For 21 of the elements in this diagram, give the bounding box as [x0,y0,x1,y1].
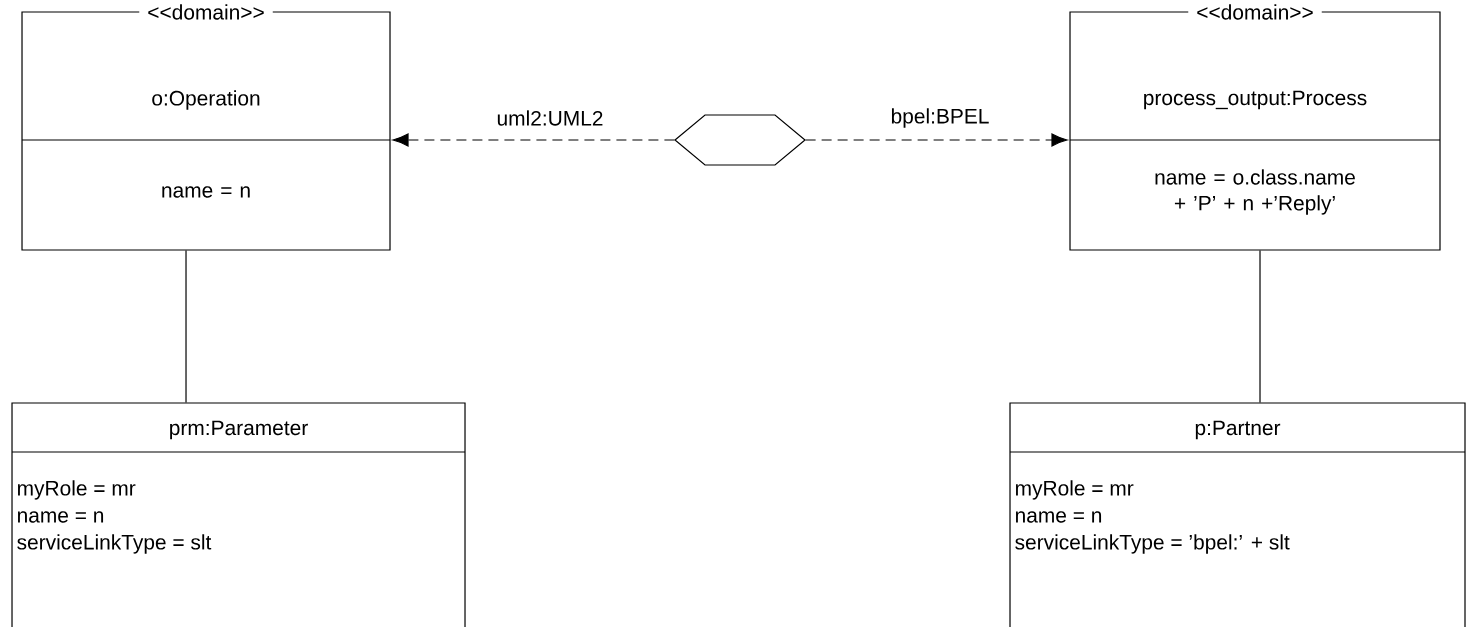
class-name: o:Operation [152,90,260,110]
stereotype-label: <<domain>> [1188,2,1322,22]
attribute-text: serviceLinkType = ’bpel:’ + slt [1015,534,1290,554]
connector [185,250,187,403]
stereotype-label: <<domain>> [139,2,273,22]
connector [1259,250,1261,403]
attribute-text: name = n [162,186,250,198]
connector [392,133,675,147]
class-name: process_output:Process [1144,90,1367,110]
attribute-text: name = n [18,511,104,523]
attribute-text: myRole = mr [1016,480,1134,500]
attribute-text: name = n [1016,511,1102,523]
edge-label: bpel:BPEL [888,106,992,130]
class-name: prm:Parameter [170,420,308,440]
attribute-text: myRole = mr [18,480,136,500]
attribute-text: serviceLinkType = slt [17,534,212,554]
attribute-text: name = o.class.name + ’P’ + n +’Reply’ [1155,169,1355,215]
class-name: p:Partner [1195,420,1281,440]
connector [805,133,1068,147]
edge-label: uml2:UML2 [494,108,606,128]
hexagon-shape [674,114,806,166]
